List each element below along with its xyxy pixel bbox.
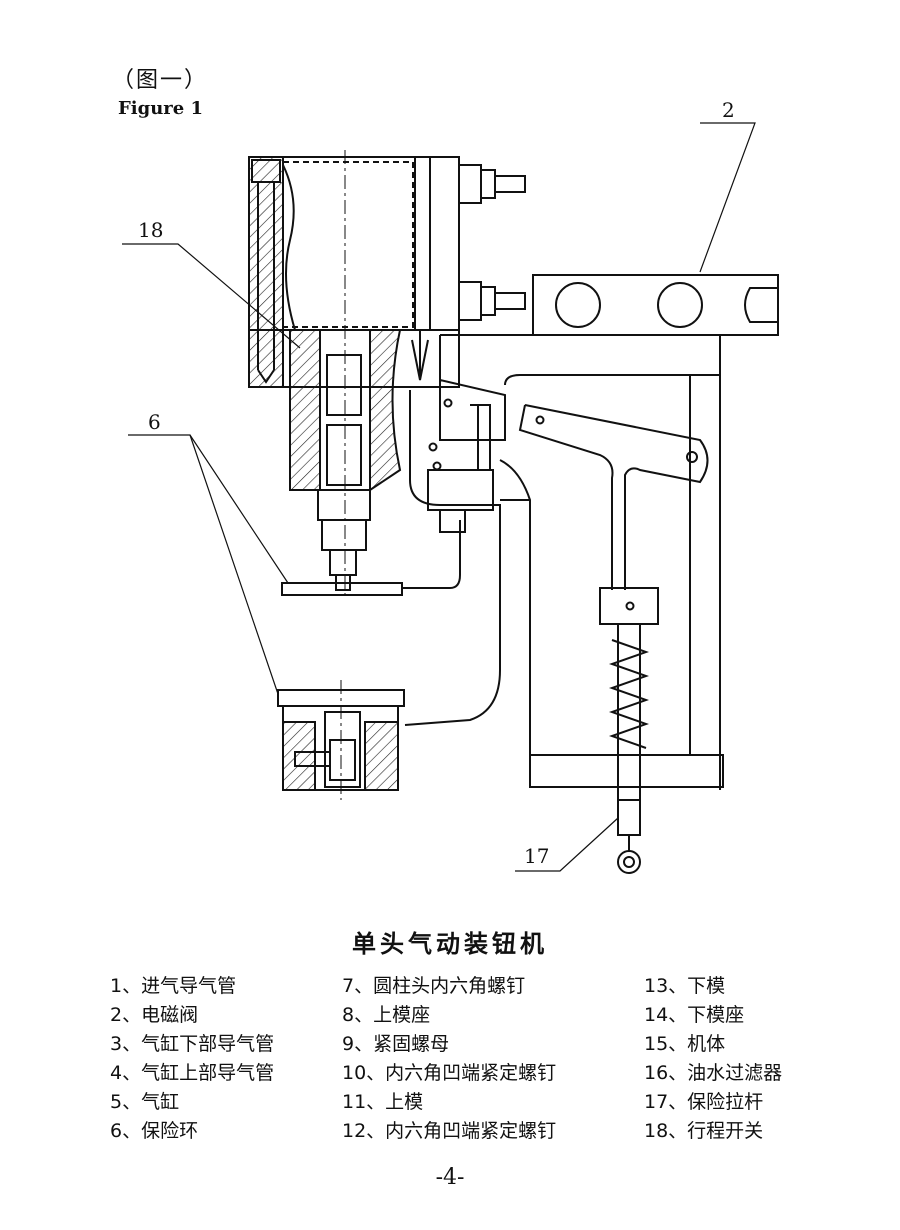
part-item: 4、气缸上部导气管 bbox=[110, 1062, 275, 1084]
part-item: 10、内六角凹端紧定螺钉 bbox=[342, 1062, 557, 1084]
lower-die bbox=[277, 680, 405, 800]
parts-list-col3: 13、下模 14、下模座 15、机体 16、油水过滤器 17、保险拉杆 18、行… bbox=[644, 972, 782, 1146]
safety-pull-rod bbox=[599, 587, 659, 874]
callout-6: 6 bbox=[148, 410, 161, 434]
part-item: 9、紧固螺母 bbox=[342, 1033, 450, 1055]
upper-die-seat bbox=[289, 329, 429, 591]
part-item: 5、气缸 bbox=[110, 1091, 180, 1113]
part-item: 2、电磁阀 bbox=[110, 1004, 199, 1026]
part-item: 13、下模 bbox=[644, 975, 726, 997]
callout-2: 2 bbox=[722, 98, 735, 122]
machine-body bbox=[404, 334, 724, 790]
part-item: 15、机体 bbox=[644, 1033, 726, 1055]
callout-17: 17 bbox=[524, 844, 550, 868]
part-item: 17、保险拉杆 bbox=[644, 1091, 764, 1113]
part-item: 7、圆柱头内六角螺钉 bbox=[342, 975, 526, 997]
part-item: 6、保险环 bbox=[110, 1120, 199, 1142]
part-item: 16、油水过滤器 bbox=[644, 1062, 783, 1084]
parts-list-col1: 1、进气导气管 2、电磁阀 3、气缸下部导气管 4、气缸上部导气管 5、气缸 6… bbox=[110, 972, 274, 1146]
leader-lines bbox=[122, 122, 756, 872]
part-item: 3、气缸下部导气管 bbox=[110, 1033, 275, 1055]
part-item: 12、内六角凹端紧定螺钉 bbox=[342, 1120, 557, 1142]
parts-list-col2: 7、圆柱头内六角螺钉 8、上模座 9、紧固螺母 10、内六角凹端紧定螺钉 11、… bbox=[342, 972, 556, 1146]
callout-18: 18 bbox=[138, 218, 164, 242]
part-item: 14、下模座 bbox=[644, 1004, 745, 1026]
figure-label-en: Figure 1 bbox=[118, 98, 204, 119]
part-item: 1、进气导气管 bbox=[110, 975, 237, 997]
cylinder bbox=[248, 150, 460, 600]
document-title: 单头气动装钮机 bbox=[352, 930, 548, 958]
solenoid-valve bbox=[532, 274, 779, 336]
part-item: 18、行程开关 bbox=[644, 1120, 764, 1142]
part-item: 8、上模座 bbox=[342, 1004, 431, 1026]
page-number: -4- bbox=[435, 1165, 465, 1190]
safety-ring bbox=[281, 520, 461, 596]
air-inlet-fittings bbox=[458, 164, 526, 321]
part-item: 11、上模 bbox=[342, 1091, 424, 1113]
lever-arm bbox=[428, 378, 709, 590]
travel-switch bbox=[427, 404, 494, 533]
figure-label-cn: （图一） bbox=[112, 68, 209, 93]
machine-drawing bbox=[122, 122, 779, 874]
